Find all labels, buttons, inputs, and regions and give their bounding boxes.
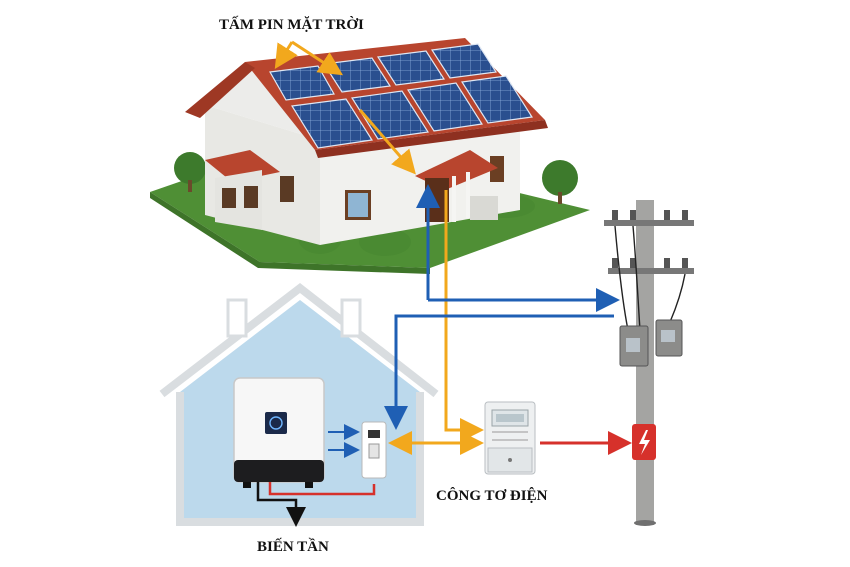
label-solar-panels: TẤM PIN MẶT TRỜI	[219, 17, 364, 33]
utility-pole	[604, 200, 694, 526]
tree-left	[174, 152, 206, 184]
inverter-unit	[233, 377, 325, 488]
tree-right	[542, 160, 578, 196]
electric-meter	[484, 401, 536, 475]
label-electric-meter: CÔNG TƠ ĐIỆN	[436, 488, 548, 504]
solar-panels	[269, 43, 534, 149]
label-inverter: BIẾN TẦN	[257, 539, 329, 555]
solar-house	[150, 38, 590, 274]
flow-lines	[256, 40, 632, 527]
switch-box	[361, 421, 387, 479]
